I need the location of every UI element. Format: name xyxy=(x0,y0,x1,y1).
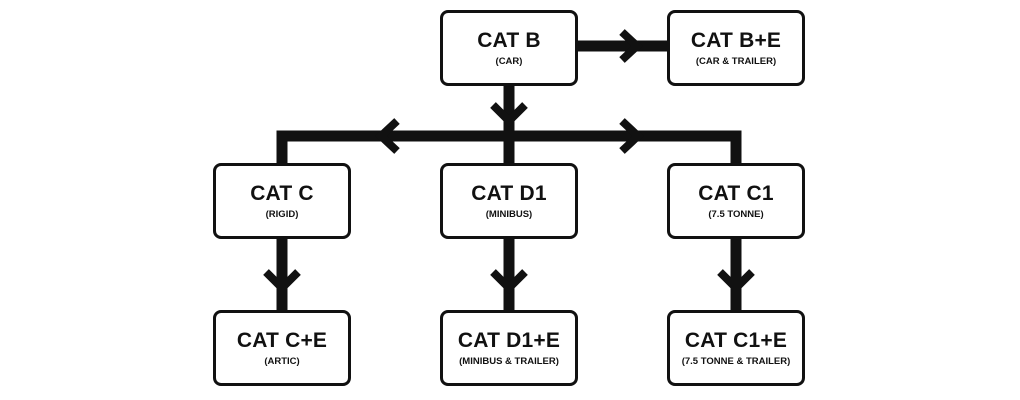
arrowhead-right-branch xyxy=(619,118,644,154)
node-cat-d1-plus-e: CAT D1+E (MINIBUS & TRAILER) xyxy=(440,310,578,386)
node-title: CAT C1+E xyxy=(684,328,788,352)
node-title: CAT B+E xyxy=(690,28,782,52)
arrowhead-down-c xyxy=(263,269,301,294)
node-cat-c1: CAT C1 (7.5 TONNE) xyxy=(667,163,805,239)
edge-branch-bar xyxy=(276,130,742,163)
node-subtitle: (MINIBUS) xyxy=(485,208,533,220)
node-title: CAT C+E xyxy=(236,328,328,352)
node-cat-b-plus-e: CAT B+E (CAR & TRAILER) xyxy=(667,10,805,86)
node-title: CAT D1+E xyxy=(457,328,561,352)
node-subtitle: (CAR & TRAILER) xyxy=(695,55,777,67)
node-title: CAT B xyxy=(477,28,541,52)
node-cat-c: CAT C (RIGID) xyxy=(213,163,351,239)
arrowhead-right-be xyxy=(619,29,643,63)
node-subtitle: (7.5 TONNE & TRAILER) xyxy=(681,355,791,367)
node-title: CAT C xyxy=(250,181,314,205)
arrowhead-left-branch xyxy=(375,118,400,154)
node-subtitle: (7.5 TONNE) xyxy=(708,208,764,220)
node-subtitle: (CAR) xyxy=(495,55,523,67)
arrowhead-down-c1 xyxy=(717,269,755,294)
node-cat-c1-plus-e: CAT C1+E (7.5 TONNE & TRAILER) xyxy=(667,310,805,386)
node-cat-c-plus-e: CAT C+E (ARTIC) xyxy=(213,310,351,386)
node-subtitle: (RIGID) xyxy=(265,208,299,220)
node-subtitle: (MINIBUS & TRAILER) xyxy=(459,355,559,367)
node-cat-b: CAT B (CAR) xyxy=(440,10,578,86)
node-title: CAT C1 xyxy=(698,181,774,205)
node-cat-d1: CAT D1 (MINIBUS) xyxy=(440,163,578,239)
node-title: CAT D1 xyxy=(471,181,547,205)
arrowhead-down-trunk xyxy=(490,102,528,127)
node-subtitle: (ARTIC) xyxy=(264,355,300,367)
arrowhead-down-d1 xyxy=(490,269,528,294)
